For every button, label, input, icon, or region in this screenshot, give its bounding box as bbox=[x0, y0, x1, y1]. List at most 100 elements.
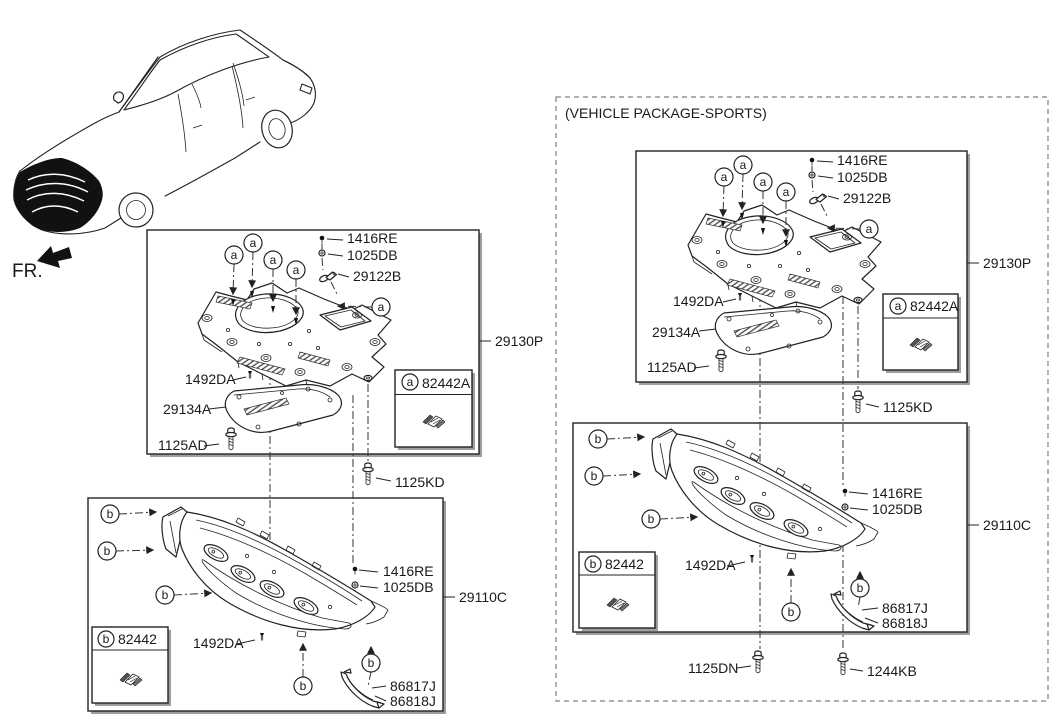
vehicle-illustration bbox=[13, 29, 316, 235]
clip-legend-82442-sports: b 82442 bbox=[578, 551, 658, 631]
part-label-86817J: 86817J bbox=[882, 600, 928, 616]
marker-b-group: b b b b b bbox=[97, 504, 381, 696]
marker-a: a bbox=[407, 375, 414, 389]
part-label-1125KD: 1125KD bbox=[395, 474, 445, 490]
svg-text:b: b bbox=[300, 679, 307, 693]
front-wheel bbox=[118, 192, 154, 228]
marker-b: b bbox=[103, 632, 110, 646]
svg-text:b: b bbox=[107, 507, 114, 521]
marker-a: a bbox=[243, 233, 263, 253]
bolt-1125KD-icon bbox=[362, 462, 374, 486]
clip-legend-82442A-sports: a 82442A bbox=[882, 293, 961, 373]
part-label-29110C: 29110C bbox=[459, 589, 507, 605]
part-label-29134A: 29134A bbox=[652, 324, 701, 340]
part-label-1025DB: 1025DB bbox=[837, 169, 888, 185]
part-label-1416RE: 1416RE bbox=[347, 230, 398, 246]
part-label-1125KD: 1125KD bbox=[883, 399, 933, 415]
marker-b: b bbox=[100, 504, 120, 524]
part-label-86817J: 86817J bbox=[390, 678, 436, 694]
part-label-1244KB: 1244KB bbox=[867, 663, 917, 679]
svg-text:b: b bbox=[368, 656, 375, 670]
svg-text:a: a bbox=[250, 236, 257, 250]
marker-b-group-sports: b b b b b bbox=[584, 429, 870, 622]
rear-wheel bbox=[261, 109, 293, 149]
svg-text:a: a bbox=[231, 248, 238, 262]
front-direction: FR. bbox=[12, 246, 72, 282]
svg-text:b: b bbox=[104, 544, 111, 558]
clip-legend-82442A: a 82442A bbox=[394, 369, 475, 450]
part-label-1492DA: 1492DA bbox=[193, 635, 244, 651]
part-label-1416RE: 1416RE bbox=[872, 485, 923, 501]
main-section: a a a a a 1416RE 1025DB 29122B 29130P 14… bbox=[87, 229, 543, 714]
marker-a-group: a a a a a bbox=[224, 233, 391, 317]
marker-a: a bbox=[776, 182, 796, 202]
part-label-1025DB: 1025DB bbox=[872, 501, 923, 517]
marker-b: b bbox=[293, 676, 313, 696]
svg-text:b: b bbox=[595, 432, 602, 446]
fr-label: FR. bbox=[12, 261, 43, 282]
marker-b: b bbox=[641, 509, 661, 529]
part-label-1125AD: 1125AD bbox=[158, 437, 208, 453]
bolt-1125KD-icon bbox=[852, 390, 864, 414]
front-direction-arrow-icon bbox=[37, 246, 72, 268]
part-label-29134A: 29134A bbox=[163, 401, 212, 417]
marker-b: b bbox=[97, 541, 117, 561]
marker-b: b bbox=[584, 466, 604, 486]
highlighted-front-fascia bbox=[13, 158, 103, 232]
part-label-82442A: 82442A bbox=[910, 298, 959, 314]
marker-b: b bbox=[590, 557, 597, 571]
svg-text:a: a bbox=[783, 185, 790, 199]
bolt-1125DN-icon bbox=[752, 650, 764, 674]
sports-section: (VEHICLE PACKAGE-SPORTS) a a a a a 1416R… bbox=[555, 96, 1049, 702]
part-label-1492DA: 1492DA bbox=[185, 371, 236, 387]
marker-a: a bbox=[753, 172, 773, 192]
sports-package-header: (VEHICLE PACKAGE-SPORTS) bbox=[565, 105, 767, 121]
marker-a: a bbox=[286, 260, 306, 280]
svg-text:a: a bbox=[270, 253, 277, 267]
svg-text:a: a bbox=[740, 158, 747, 172]
svg-text:b: b bbox=[788, 605, 795, 619]
part-label-29130P: 29130P bbox=[983, 255, 1031, 271]
part-label-82442: 82442 bbox=[605, 556, 644, 572]
marker-a: a bbox=[895, 299, 902, 313]
marker-a: a bbox=[371, 297, 391, 317]
part-label-1125DN: 1125DN bbox=[688, 660, 738, 676]
part-label-29130P: 29130P bbox=[495, 333, 543, 349]
marker-a: a bbox=[859, 219, 879, 239]
sports-package-boundary bbox=[555, 96, 1049, 702]
bolt-1244KB-icon bbox=[837, 652, 849, 676]
marker-a: a bbox=[733, 155, 753, 175]
part-label-1025DB: 1025DB bbox=[383, 579, 434, 595]
part-label-86818J: 86818J bbox=[390, 693, 436, 709]
svg-text:b: b bbox=[162, 588, 169, 602]
svg-text:b: b bbox=[648, 512, 655, 526]
marker-a: a bbox=[263, 250, 283, 270]
part-label-1416RE: 1416RE bbox=[383, 563, 434, 579]
part-label-86818J: 86818J bbox=[882, 615, 928, 631]
marker-a-group-sports: a a a a a bbox=[714, 155, 879, 239]
marker-b: b bbox=[850, 578, 870, 598]
part-label-29110C: 29110C bbox=[983, 517, 1031, 533]
svg-text:a: a bbox=[866, 222, 873, 236]
part-label-29122B: 29122B bbox=[843, 190, 891, 206]
marker-b: b bbox=[155, 585, 175, 605]
part-label-1492DA: 1492DA bbox=[685, 557, 736, 573]
marker-a: a bbox=[714, 167, 734, 187]
svg-text:b: b bbox=[857, 581, 864, 595]
marker-b: b bbox=[588, 429, 608, 449]
marker-a: a bbox=[224, 245, 244, 265]
marker-b: b bbox=[361, 653, 381, 673]
part-label-1492DA: 1492DA bbox=[673, 293, 724, 309]
part-label-1025DB: 1025DB bbox=[347, 247, 398, 263]
part-label-82442: 82442 bbox=[118, 631, 157, 647]
svg-text:a: a bbox=[721, 170, 728, 184]
part-label-29122B: 29122B bbox=[353, 268, 401, 284]
svg-text:a: a bbox=[760, 175, 767, 189]
svg-text:a: a bbox=[378, 300, 385, 314]
part-label-1416RE: 1416RE bbox=[837, 152, 888, 168]
svg-text:b: b bbox=[591, 469, 598, 483]
part-label-82442A: 82442A bbox=[422, 375, 471, 391]
marker-b: b bbox=[781, 602, 801, 622]
part-label-1125AD: 1125AD bbox=[647, 359, 697, 375]
